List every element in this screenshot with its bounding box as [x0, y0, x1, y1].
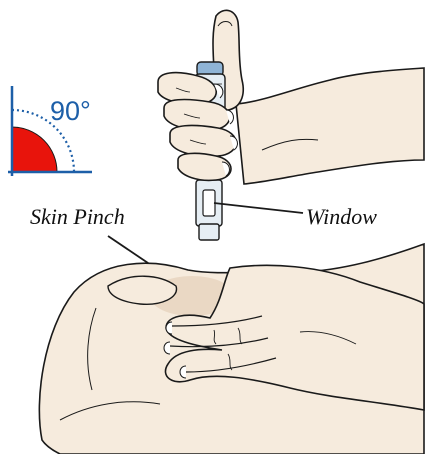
angle-label: 90°: [50, 96, 91, 126]
skin-pinch-label: Skin Pinch: [30, 204, 125, 229]
pen-tip: [199, 224, 219, 240]
finger-3: [170, 126, 236, 157]
window-label: Window: [306, 204, 377, 229]
hand-with-pen: [158, 10, 424, 240]
window-leader-line: [214, 203, 303, 213]
pen-window: [203, 190, 215, 216]
finger-4: [178, 153, 231, 180]
angle-indicator: 90°: [8, 86, 92, 176]
right-forearm: [236, 68, 424, 184]
skin-and-pinching-hand: [39, 244, 424, 454]
angle-wedge: [12, 127, 57, 172]
